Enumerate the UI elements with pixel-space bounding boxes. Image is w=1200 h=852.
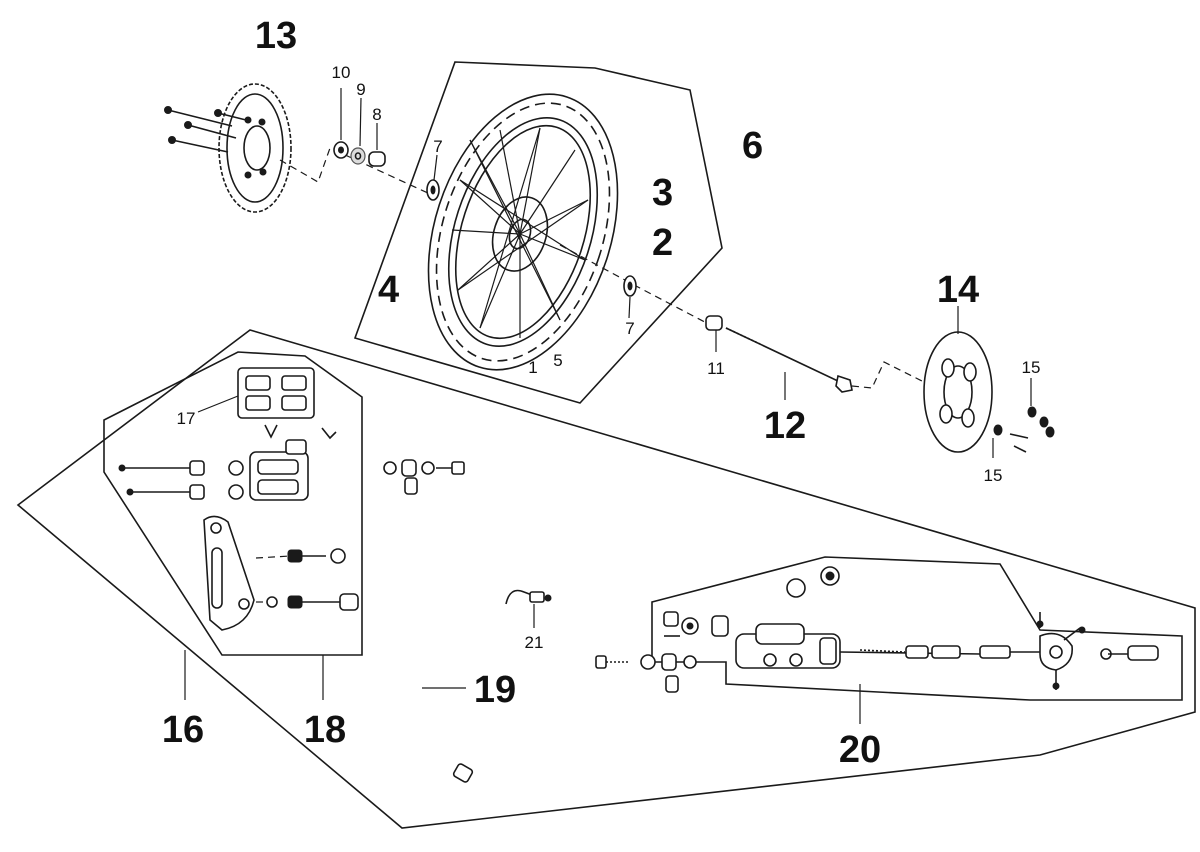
callout-15-lower: 15 — [984, 466, 1003, 485]
axle-line-left — [279, 147, 431, 195]
pad-pins — [264, 424, 337, 440]
caliper-bracket — [203, 515, 255, 631]
callout-14: 14 — [937, 269, 979, 311]
push-rod-assembly — [839, 645, 1040, 659]
callout-7-upper: 7 — [433, 137, 442, 156]
axle-line-right — [559, 244, 721, 331]
brake-pads — [237, 367, 315, 419]
brake-system-outline — [16, 329, 1196, 829]
callout-1: 1 — [528, 358, 537, 377]
collar-8 — [368, 151, 386, 167]
banjo-bolt-lower — [595, 653, 697, 671]
seal-7-right — [623, 275, 637, 297]
caliper-bolts — [118, 460, 244, 500]
master-cylinder-group-outline — [651, 556, 1183, 701]
wheel-group-outline — [353, 61, 723, 404]
spacer-10 — [333, 141, 349, 159]
banjo-bolt-upper — [383, 459, 465, 477]
rear-wheel — [427, 93, 619, 371]
rear-axle — [725, 327, 853, 393]
brake-hose — [404, 477, 679, 794]
callout-21: 21 — [525, 633, 544, 652]
bracket-bolts — [255, 548, 359, 611]
callout-6: 6 — [742, 125, 763, 167]
callout-20: 20 — [839, 729, 881, 771]
disc-bolts-15 — [993, 406, 1055, 453]
callout-2: 2 — [652, 222, 673, 264]
callout-7-lower: 7 — [625, 319, 634, 338]
seal-7-left — [426, 179, 440, 201]
callout-15-upper: 15 — [1022, 358, 1041, 377]
master-cylinder — [735, 623, 841, 669]
hose-clip — [505, 589, 552, 605]
reservoir-cap — [786, 566, 840, 598]
brake-caliper — [249, 439, 309, 501]
reservoir-hose-parts — [663, 611, 729, 637]
callout-3: 3 — [652, 172, 673, 214]
rear-sprocket — [218, 83, 292, 213]
callout-5: 5 — [553, 351, 562, 370]
callout-4: 4 — [378, 269, 399, 311]
callout-9: 9 — [356, 80, 365, 99]
sprocket-bolts — [164, 106, 251, 153]
brake-disc — [923, 331, 993, 453]
callout-10: 10 — [332, 63, 351, 82]
brake-pedal-pivot — [1036, 612, 1159, 690]
washer-9 — [350, 147, 366, 165]
callout-17: 17 — [177, 409, 196, 428]
callout-13: 13 — [255, 15, 297, 57]
caliper-group-outline — [103, 351, 363, 656]
callout-16: 16 — [162, 709, 204, 751]
callout-18: 18 — [304, 709, 346, 751]
spacer-11 — [705, 315, 723, 331]
callout-12: 12 — [764, 405, 806, 447]
callout-11: 11 — [707, 359, 725, 378]
callout-labels: 1 2 3 4 5 6 7 7 8 9 10 11 12 13 14 15 15… — [162, 15, 1041, 771]
callout-19: 19 — [474, 669, 516, 711]
callout-8: 8 — [372, 105, 381, 124]
axle-line-disc — [851, 361, 925, 389]
